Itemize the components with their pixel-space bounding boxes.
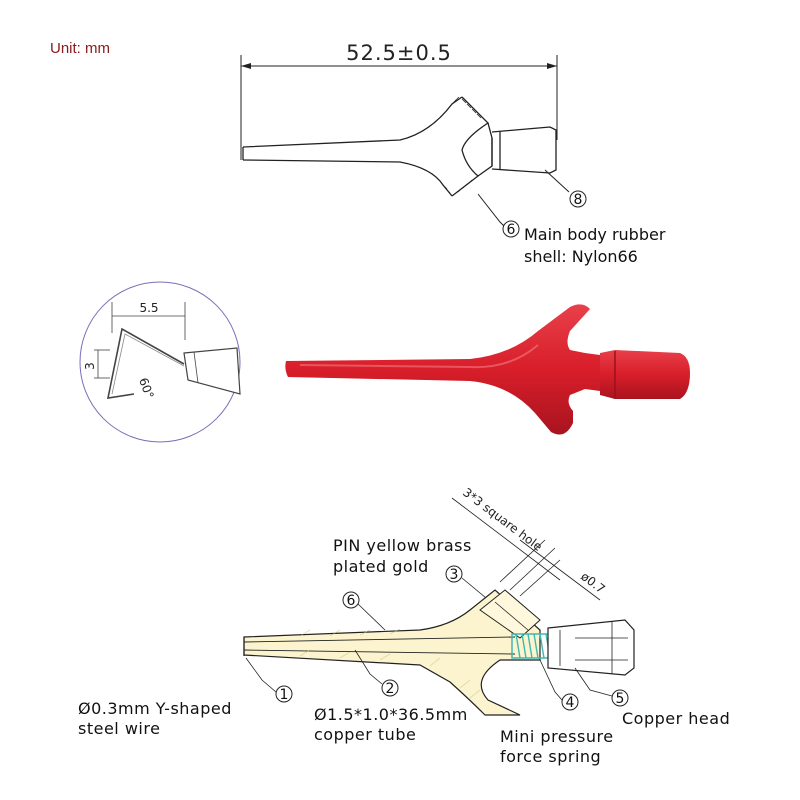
detail-angle-label: 60° [136, 376, 156, 401]
red-probe-body [285, 304, 600, 435]
label-3-line1: PIN yellow brass [333, 536, 472, 555]
callout-4-leader [539, 659, 563, 701]
material-label-line1: Main body rubber [524, 225, 666, 244]
label-4-line1: Mini pressure [500, 727, 614, 746]
callout-2-leader [354, 649, 383, 685]
callout-8-circle [569, 190, 587, 208]
label-1-line2: steel wire [78, 719, 160, 738]
callout-6-circle [502, 220, 520, 238]
callout-5-circle [611, 689, 629, 707]
detail-circle [79, 281, 241, 443]
label-3-line2: plated gold [333, 557, 429, 576]
callout-4-number: 4 [566, 695, 575, 711]
copper-tube-bottom [243, 649, 516, 655]
callout-6-leader [477, 193, 505, 227]
copper-tube-top [243, 636, 516, 643]
y-wire-triangle [106, 327, 185, 399]
callout-1-circle [275, 685, 293, 703]
callout-6-section-circle [342, 591, 360, 609]
dimension-arrow-right [547, 63, 557, 69]
probe-body-outline [242, 96, 557, 197]
callout-3-circle [445, 565, 463, 583]
callout-6-section-leader [357, 603, 386, 631]
callout-4-circle [561, 693, 579, 711]
dimension-arrow-left [241, 63, 251, 69]
label-1-line1: Ø0.3mm Y-shaped [78, 699, 232, 718]
callout-2-number: 2 [386, 681, 395, 697]
square-hole-label: 3*3 square hole [460, 485, 545, 554]
detail-width-dimension: 5.5 [139, 301, 158, 315]
top-view-drawing: 52.5±0.5 8 6 Main body rubber [240, 41, 666, 266]
red-probe-handle [600, 350, 690, 399]
label-2-line2: copper tube [314, 725, 416, 744]
callout-5-number: 5 [616, 691, 625, 707]
detail-probe-line [193, 351, 199, 384]
label-5: Copper head [622, 709, 730, 728]
pin-diameter-label: ø0.7 [578, 569, 608, 596]
callout-2-circle [381, 679, 399, 697]
material-label-line2: shell: Nylon66 [524, 247, 638, 266]
label-4-line2: force spring [500, 747, 601, 766]
label-2-line1: Ø1.5*1.0*36.5mm [314, 705, 468, 724]
section-view-drawing: 3*3 square hole ø0.7 PIN yellow brass pl… [78, 485, 730, 766]
callout-3-number: 3 [450, 567, 459, 583]
hole-dimension-group: 3*3 square hole ø0.7 [451, 485, 608, 601]
callout-6-number: 6 [507, 222, 516, 238]
callout-6-section-number: 6 [347, 593, 356, 609]
callout-5-leader [574, 667, 613, 697]
red-probe-highlight [299, 344, 539, 369]
y-wire-inner [111, 333, 185, 395]
callout-1-leader [245, 657, 277, 693]
pin-holder-line [494, 601, 529, 631]
section-hatching [299, 628, 481, 699]
detail-height-dimension: 3 [83, 362, 97, 370]
callout-1-number: 1 [280, 687, 289, 703]
top-view-serrations [442, 96, 482, 194]
unit-label: Unit: mm [50, 40, 110, 57]
callout-8-number: 8 [574, 192, 583, 208]
copper-head [547, 619, 635, 676]
overall-length-dimension: 52.5±0.5 [346, 41, 452, 65]
tip-detail-view: 5.5 3 60° [79, 281, 241, 443]
callout-8-leader [544, 169, 570, 193]
red-probe-photo [285, 304, 690, 435]
